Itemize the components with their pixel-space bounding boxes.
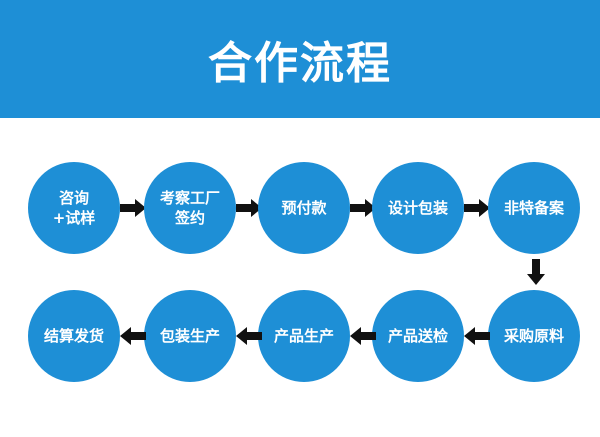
- page-title: 合作流程: [208, 38, 392, 89]
- arrow-right-icon: [464, 199, 490, 217]
- arrow-right-icon: [120, 199, 146, 217]
- arrow-right-icon: [236, 199, 262, 217]
- step-purchase-materials: 采购原料: [488, 290, 580, 382]
- step-packaging-production: 包装生产: [144, 290, 236, 382]
- arrow-down-icon: [527, 259, 545, 285]
- arrow-left-icon: [120, 327, 146, 345]
- step-prepayment: 预付款: [258, 162, 350, 254]
- step-settlement-shipping: 结算发货: [28, 290, 120, 382]
- step-filing: 非特备案: [488, 162, 580, 254]
- arrow-right-icon: [350, 199, 376, 217]
- step-product-production: 产品生产: [258, 290, 350, 382]
- arrow-left-icon: [464, 327, 490, 345]
- arrow-left-icon: [236, 327, 262, 345]
- step-design-packaging: 设计包装: [372, 162, 464, 254]
- arrow-left-icon: [350, 327, 376, 345]
- step-product-inspection: 产品送检: [372, 290, 464, 382]
- process-flow: 咨询 +试样 考察工厂 签约 预付款 设计包装 非特备案 采购原料 产品送检 产…: [0, 118, 600, 437]
- step-consult-sample: 咨询 +试样: [28, 162, 120, 254]
- step-inspect-factory-sign: 考察工厂 签约: [144, 162, 236, 254]
- header-banner: 合作流程: [0, 0, 600, 118]
